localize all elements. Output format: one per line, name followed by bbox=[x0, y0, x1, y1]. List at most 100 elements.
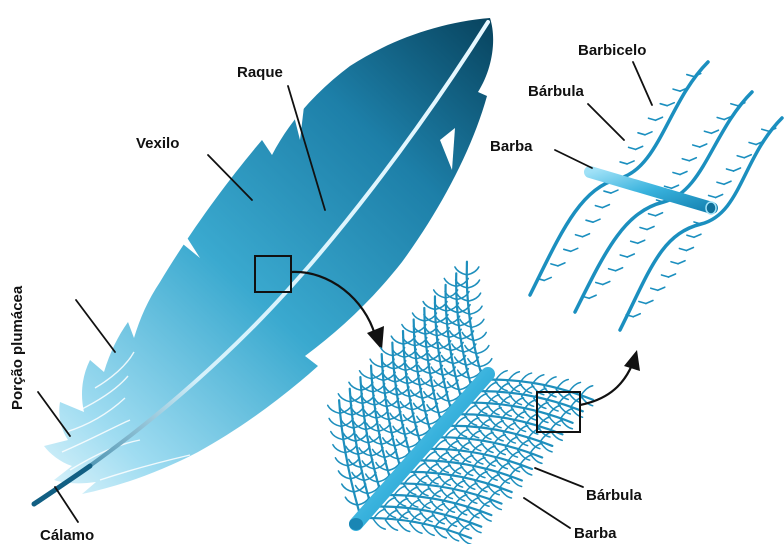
barbicel bbox=[672, 185, 679, 188]
barbule bbox=[398, 522, 410, 532]
barbicel bbox=[669, 274, 676, 277]
barbicel bbox=[687, 235, 694, 237]
barbicel bbox=[704, 131, 711, 133]
feather bbox=[34, 18, 493, 504]
barbule bbox=[422, 525, 434, 535]
barbicel bbox=[686, 248, 693, 251]
barbule bbox=[467, 267, 479, 275]
barbicel bbox=[694, 234, 701, 237]
label-barba-top: Barba bbox=[490, 138, 592, 168]
barbicel bbox=[700, 144, 707, 147]
barbicel bbox=[611, 190, 618, 193]
barbicel bbox=[649, 214, 656, 216]
label-barbula-bottom: Bárbula bbox=[535, 468, 643, 504]
barbicel bbox=[620, 162, 627, 164]
barbicel bbox=[680, 172, 687, 175]
barbicel bbox=[749, 143, 756, 145]
label-barbicelo: Barbicelo bbox=[578, 42, 652, 105]
barbule bbox=[329, 418, 341, 426]
barbicel bbox=[671, 262, 678, 264]
barbicel bbox=[646, 301, 653, 304]
barbule bbox=[568, 382, 580, 392]
barbicel bbox=[640, 228, 647, 230]
barbicel bbox=[627, 161, 634, 164]
barbule bbox=[410, 523, 422, 533]
label-barbula-top: Bárbula bbox=[528, 83, 624, 140]
barbicel bbox=[596, 283, 603, 285]
barbicel bbox=[724, 181, 731, 184]
barbicel bbox=[662, 275, 669, 277]
barbule bbox=[333, 445, 345, 453]
barbicel bbox=[734, 168, 741, 171]
barbule bbox=[556, 379, 568, 389]
barbicel bbox=[656, 117, 663, 120]
rachis-tube-end bbox=[349, 518, 363, 530]
barbicel bbox=[656, 213, 663, 216]
barbule bbox=[480, 359, 492, 367]
label-porcao-plumacea-text: Porção plumácea bbox=[9, 285, 26, 410]
barbicel bbox=[638, 133, 645, 135]
zoom-arrow-2-head bbox=[624, 350, 640, 371]
barbicel bbox=[658, 287, 665, 290]
barbicel bbox=[638, 240, 645, 243]
barbicel bbox=[687, 75, 694, 77]
barbicel bbox=[602, 205, 609, 208]
barbicel bbox=[678, 261, 685, 264]
barbicel bbox=[762, 129, 769, 131]
barbicel bbox=[544, 277, 551, 280]
barbule bbox=[328, 405, 340, 413]
zoom-arrow-1-head bbox=[367, 326, 384, 350]
barbicel bbox=[558, 263, 565, 266]
barbule bbox=[373, 519, 385, 529]
barbule bbox=[470, 306, 482, 314]
barbicel bbox=[744, 155, 751, 158]
barbicel bbox=[604, 191, 611, 193]
barbicel bbox=[737, 156, 744, 158]
barbicel bbox=[727, 169, 734, 171]
barbule bbox=[468, 280, 480, 288]
barbicel bbox=[551, 264, 558, 266]
barbicel bbox=[593, 219, 600, 222]
barbicel bbox=[571, 248, 578, 251]
barb bbox=[361, 518, 471, 538]
label-barba-bottom-text: Barba bbox=[574, 525, 617, 542]
barbicel bbox=[620, 255, 627, 257]
barbicel bbox=[673, 89, 680, 91]
label-raque-text: Raque bbox=[237, 64, 283, 81]
barbicel bbox=[647, 227, 654, 230]
barbicel bbox=[595, 206, 602, 208]
barbule bbox=[469, 293, 481, 301]
barbicel bbox=[627, 254, 634, 257]
label-barbula-top-text: Bárbula bbox=[528, 83, 585, 100]
barbicel bbox=[682, 159, 689, 161]
barbicel bbox=[583, 234, 590, 237]
barbicel bbox=[665, 186, 672, 188]
barbicel bbox=[689, 158, 696, 161]
label-barba-bottom: Barba bbox=[524, 498, 617, 542]
barbicel bbox=[694, 222, 701, 224]
barbicel bbox=[679, 249, 686, 251]
barbule bbox=[472, 319, 484, 327]
barbicel bbox=[645, 132, 652, 135]
zoom-arrow-2 bbox=[580, 365, 632, 405]
label-vexilo-text: Vexilo bbox=[136, 135, 179, 152]
barbules-magnified bbox=[530, 62, 782, 330]
barbicel bbox=[586, 220, 593, 222]
barbule bbox=[477, 346, 489, 354]
barbicel bbox=[717, 118, 724, 120]
barbicel bbox=[576, 235, 583, 237]
barbicel bbox=[636, 146, 643, 149]
barbicel bbox=[564, 249, 571, 251]
barb-tube-end bbox=[706, 202, 716, 214]
barbs-magnified bbox=[328, 262, 593, 544]
barbicel bbox=[711, 130, 718, 133]
barbicel bbox=[603, 282, 610, 285]
label-barba-top-text: Barba bbox=[490, 138, 533, 155]
barbule bbox=[386, 520, 398, 530]
barbicel bbox=[631, 241, 638, 243]
barbule bbox=[581, 386, 593, 396]
label-barbicelo-text: Barbicelo bbox=[578, 42, 646, 59]
barbicel bbox=[717, 182, 724, 184]
label-barbula-bottom-text: Bárbula bbox=[586, 487, 643, 504]
barbicel bbox=[616, 268, 623, 271]
